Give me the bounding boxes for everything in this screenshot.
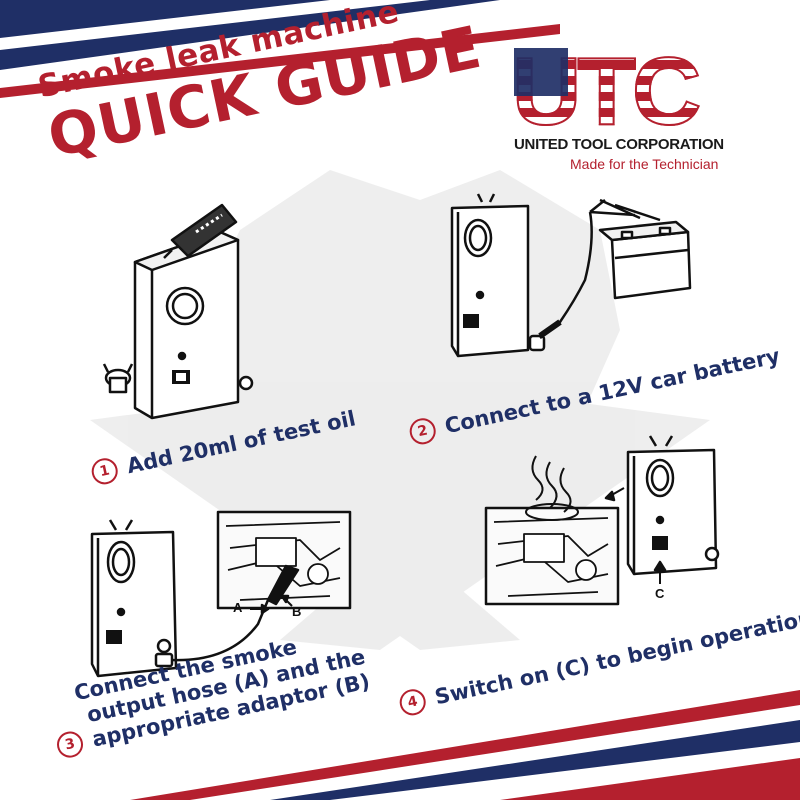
step2-smoke-machine: [450, 193, 546, 358]
step3-smoke-machine: [90, 519, 178, 678]
utc-logo: UTC UNITED TOOL CORPORATION Made for the…: [511, 43, 762, 184]
step2-battery-cable: [538, 198, 661, 339]
step4-engine-bay: [484, 506, 620, 606]
step4-smoke-plume: [525, 455, 579, 521]
label-b: B: [292, 604, 302, 619]
step-1-number: 1: [89, 455, 121, 487]
step4-smoke-machine: [626, 435, 720, 576]
step2-car-battery: [598, 220, 692, 300]
step-4-number: 4: [397, 686, 429, 718]
bottom-right-stripes: [130, 690, 800, 800]
step1-oil-cap: [102, 363, 134, 394]
step3-smoke-hose: [171, 564, 300, 662]
label-a: A: [233, 600, 243, 615]
logo-company-name: UNITED TOOL CORPORATION: [514, 136, 724, 153]
logo-tagline: Made for the Technician: [570, 156, 719, 172]
step-3-number: 3: [54, 729, 86, 760]
step1-smoke-machine: [133, 230, 254, 420]
step4-arrows: [604, 487, 667, 584]
step1-oil-bottle: [163, 203, 238, 259]
top-left-stripes: [0, 0, 560, 98]
step-2-number: 2: [407, 415, 439, 447]
step3-arrows: [250, 594, 293, 615]
label-c: C: [655, 586, 665, 601]
logo-star-canton: [514, 48, 568, 96]
